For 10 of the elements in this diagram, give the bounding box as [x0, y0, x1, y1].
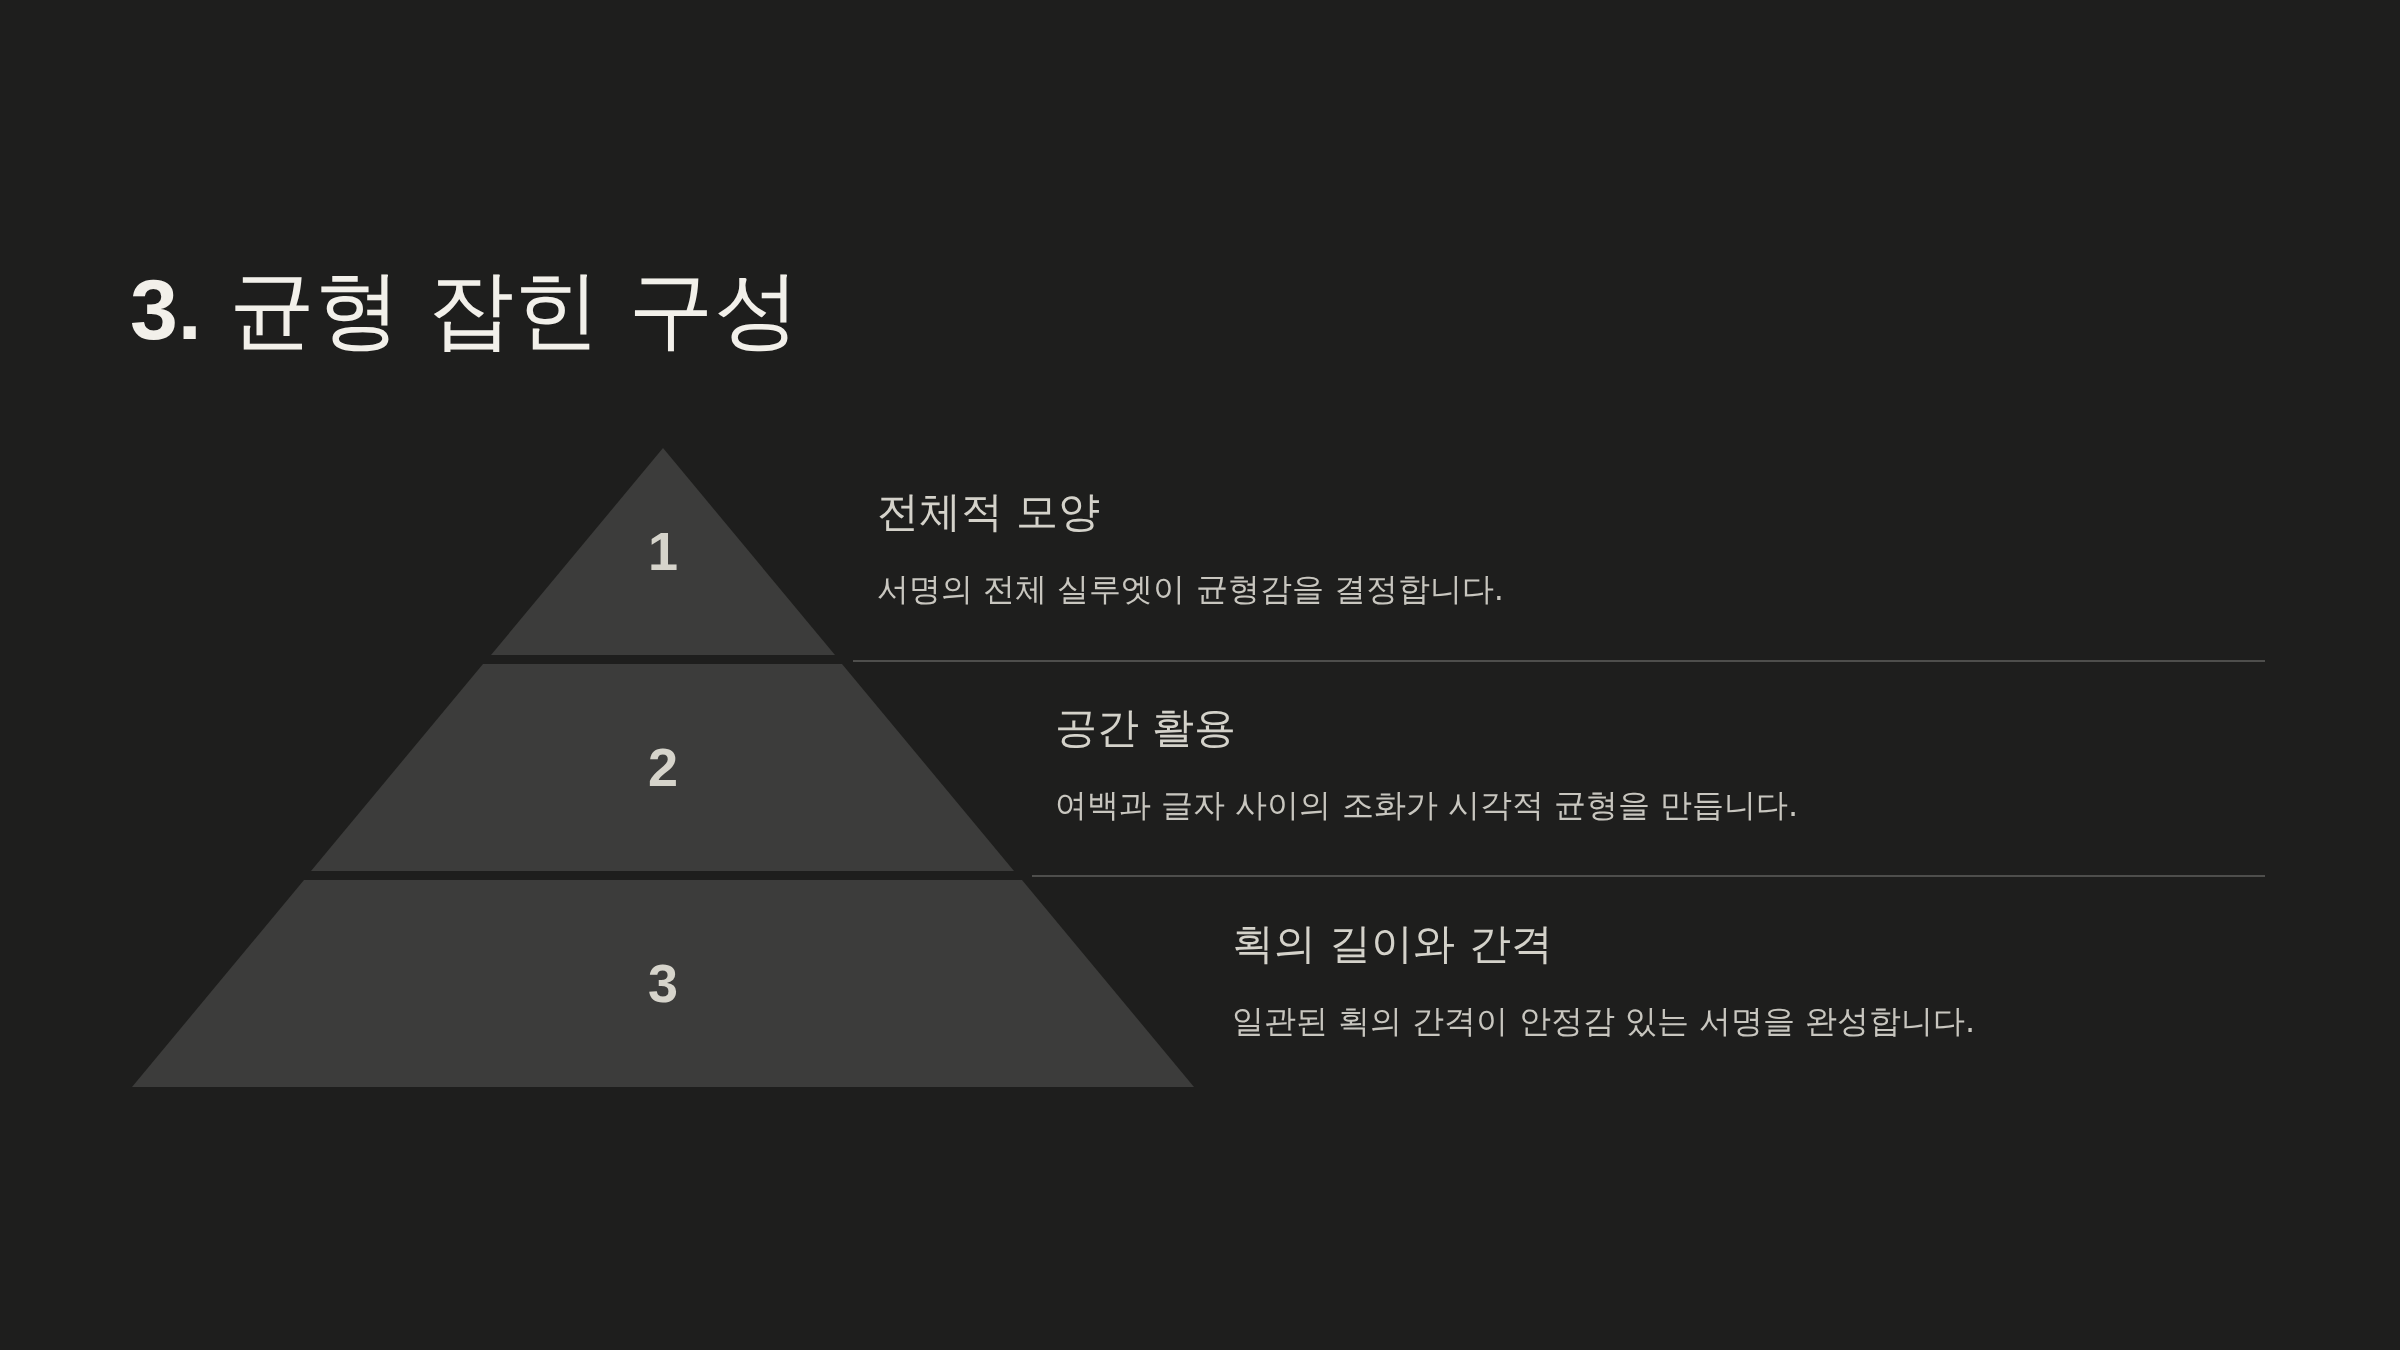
tier-number: 3 — [646, 951, 679, 1014]
tier-description: 여백과 글자 사이의 조화가 시각적 균형을 만듭니다. — [1055, 785, 1799, 826]
tier-description: 서명의 전체 실루엣이 균형감을 결정합니다. — [877, 569, 1504, 610]
tier-heading: 획의 길이와 간격 — [1232, 918, 1553, 970]
tier-number: 2 — [646, 735, 679, 798]
tier-heading: 전체적 모양 — [877, 486, 1101, 538]
slide-title: 3. 균형 잡힌 구성 — [130, 262, 800, 357]
tier-heading: 공간 활용 — [1055, 702, 1237, 754]
tier-description: 일관된 획의 간격이 안정감 있는 서명을 완성합니다. — [1232, 1001, 1976, 1042]
tier-number: 1 — [646, 519, 679, 582]
